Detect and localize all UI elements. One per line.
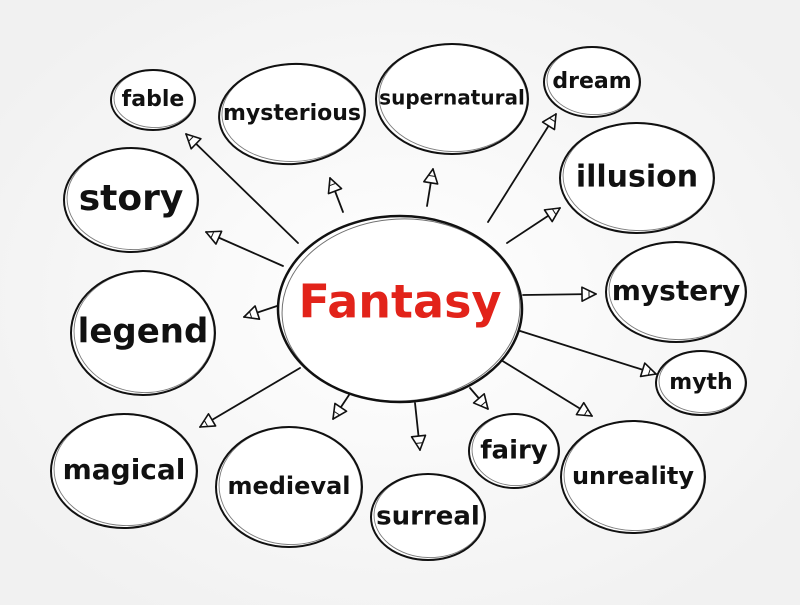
node-mysterious: mysterious [218,62,366,166]
label-illusion: illusion [576,160,698,195]
node-supernatural: supernatural [375,43,529,155]
arrowhead-myth [639,362,657,378]
center-bubble [276,214,524,404]
connector-myth [516,329,657,375]
arrowhead-hatch-fairy [480,401,486,406]
bubble-story [63,147,199,253]
arrowhead-hatch-supernatural [429,174,435,177]
arrowhead-hatch-fable [188,136,194,142]
arrowhead-hatch-story [210,232,214,238]
bubble-fairy [468,413,560,489]
label-supernatural: supernatural [379,86,525,110]
bubble-dream [543,46,641,118]
arrowhead-hatch-unreality [584,409,588,415]
bubble-sketch-supernatural [378,44,528,153]
connectors [185,113,657,451]
label-unreality: unreality [572,462,694,490]
connector-magical [199,367,301,428]
node-story: story [63,147,199,253]
bubble-unreality [560,420,706,534]
bubble-sketch-fairy [471,414,559,486]
node-unreality: unreality [560,420,706,534]
label-myth: myth [669,370,732,395]
arrowhead-medieval [332,402,348,420]
node-myth: myth [655,350,747,416]
node-magical: magical [50,413,198,529]
arrowhead-hatch-magical [204,420,208,427]
center-bubble-sketch [281,218,521,402]
bubble-sketch-illusion [562,123,714,232]
node-medieval: medieval [215,426,363,548]
arrowhead-hatch-surreal [416,442,423,444]
connector-dream [487,113,557,223]
label-surreal: surreal [376,502,480,532]
label-legend: legend [78,312,209,352]
label-story: story [79,178,184,219]
label-medieval: medieval [227,472,350,500]
arrowhead-hatch-mysterious [329,183,336,187]
bubble-sketch-myth [658,351,746,414]
bubbles: fable mysterious supernatural dream illusion… [50,43,747,561]
bubble-sketch-surreal [373,474,485,559]
arrowhead-fable [185,133,202,150]
bubble-sketch-legend [73,271,215,393]
label-mystery: mystery [612,274,741,307]
node-dream: dream [543,46,641,118]
node-fable: fable [110,69,196,131]
bubble-sketch-medieval [218,427,362,546]
bubble-sketch-mysterious [221,63,365,162]
label-magical: magical [63,453,186,486]
node-illusion: illusion [559,122,715,234]
arrowhead-mysterious [327,177,343,195]
arrowhead-story [205,230,223,245]
arrowhead-supernatural [423,168,439,185]
bubble-magical [50,413,198,529]
arrowhead-magical [199,413,217,428]
arrowhead-legend [243,305,261,321]
bubble-fable [110,69,196,131]
bubble-surreal [370,473,486,561]
center-node: Fantasy [276,214,524,404]
bubble-sketch-story [66,148,198,251]
arrowhead-hatch-legend [249,311,253,318]
node-surreal: surreal [370,473,486,561]
connector-unreality [500,359,593,417]
arrowhead-hatch-dream [549,118,555,122]
bubble-sketch-unreality [563,421,705,532]
label-dream: dream [552,69,631,94]
connector-fable [185,133,299,244]
node-mystery: mystery [605,241,747,343]
arrowhead-hatch-illusion [552,209,557,215]
bubble-myth [655,350,747,416]
bubble-mysterious [218,62,366,166]
bubble-illusion [559,122,715,234]
node-legend: legend [70,270,216,396]
bubble-sketch-mystery [608,242,746,341]
label-fairy: fairy [480,436,548,466]
bubble-legend [70,270,216,396]
arrowhead-dream [541,113,557,131]
bubble-mystery [605,241,747,343]
arrowhead-fairy [472,393,489,410]
arrowhead-hatch-myth [648,369,651,375]
center-label: Fantasy [299,275,502,329]
arrowhead-unreality [575,401,593,417]
arrowhead-hatch-medieval [334,411,340,416]
bubble-medieval [215,426,363,548]
label-fable: fable [122,87,185,112]
label-mysterious: mysterious [223,101,361,126]
bubble-sketch-fable [113,70,195,129]
bubble-sketch-magical [53,414,197,527]
node-fairy: fairy [468,413,560,489]
arrowhead-illusion [543,207,561,223]
bubble-sketch-dream [546,47,640,116]
bubble-supernatural [375,43,529,155]
